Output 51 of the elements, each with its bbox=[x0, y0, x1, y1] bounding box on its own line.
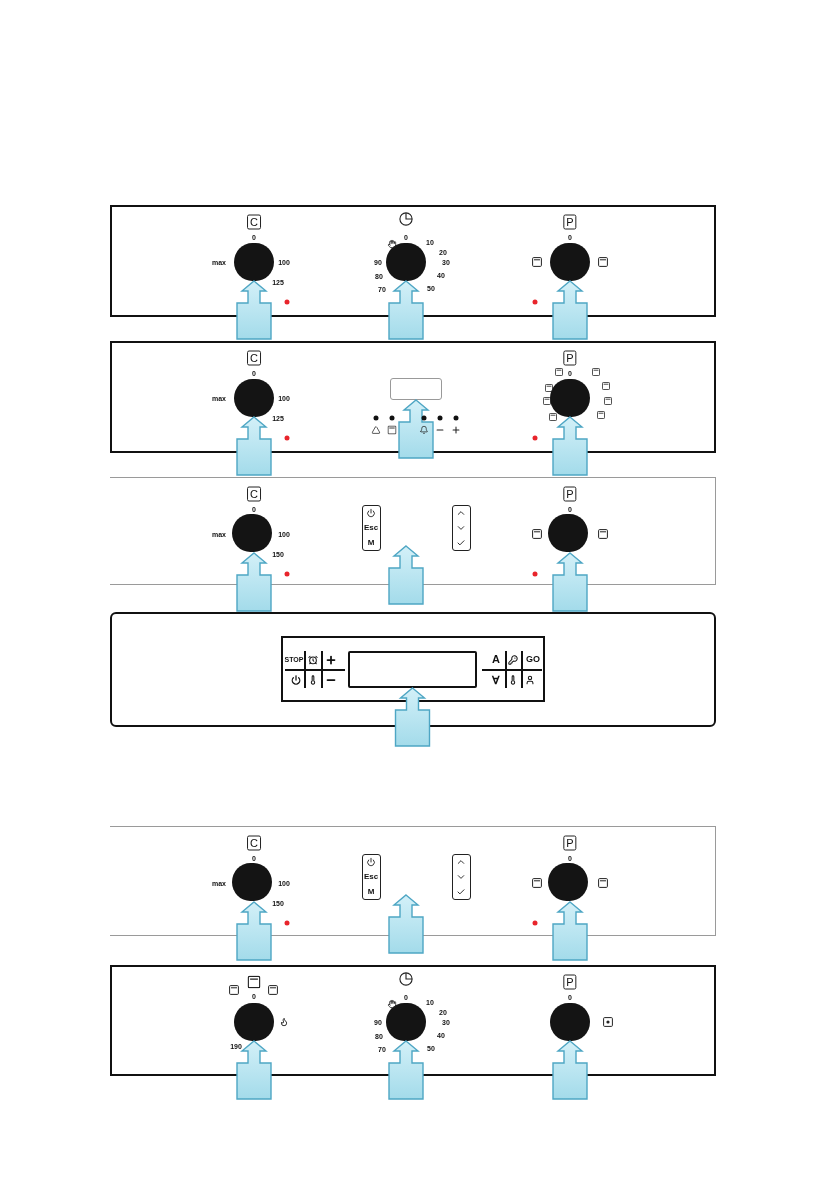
control-knob bbox=[234, 243, 274, 281]
control-knob bbox=[550, 1003, 590, 1041]
mode-symbol: C bbox=[247, 486, 261, 502]
block-arrow bbox=[236, 280, 272, 340]
control-panel bbox=[110, 341, 716, 453]
block-arrow bbox=[552, 416, 588, 476]
control-knob bbox=[234, 1003, 274, 1041]
block-arrow bbox=[552, 1040, 588, 1100]
control-panel bbox=[110, 826, 716, 936]
mode-symbol: P bbox=[563, 974, 577, 990]
control-knob bbox=[232, 863, 272, 901]
button-label: M bbox=[367, 539, 375, 547]
control-knob bbox=[386, 243, 426, 281]
block-arrow bbox=[552, 280, 588, 340]
control-panel bbox=[110, 612, 716, 727]
scale-label: GO bbox=[526, 654, 540, 664]
control-panel bbox=[110, 965, 716, 1076]
block-arrow bbox=[388, 1040, 424, 1100]
mode-symbol: P bbox=[563, 214, 577, 230]
mode-symbol: P bbox=[563, 835, 577, 851]
block-arrow bbox=[236, 552, 272, 612]
control-strip bbox=[281, 636, 545, 702]
button-label: Esc bbox=[363, 873, 379, 881]
control-knob bbox=[548, 514, 588, 552]
mode-symbol: C bbox=[247, 350, 261, 366]
control-knob bbox=[234, 379, 274, 417]
control-panel bbox=[110, 477, 716, 585]
control-knob bbox=[550, 379, 590, 417]
control-knob bbox=[386, 1003, 426, 1041]
control-knob bbox=[548, 863, 588, 901]
block-arrow bbox=[236, 1040, 272, 1100]
display-window bbox=[390, 378, 442, 400]
block-arrow bbox=[236, 901, 272, 961]
control-knob bbox=[232, 514, 272, 552]
button-label: Esc bbox=[363, 524, 379, 532]
display-screen bbox=[348, 651, 477, 688]
mode-symbol: C bbox=[247, 835, 261, 851]
mode-symbol: P bbox=[563, 486, 577, 502]
mode-symbol: C bbox=[247, 214, 261, 230]
block-arrow bbox=[552, 552, 588, 612]
button-label: M bbox=[367, 888, 375, 896]
block-arrow bbox=[388, 280, 424, 340]
mode-symbol: P bbox=[563, 350, 577, 366]
block-arrow bbox=[552, 901, 588, 961]
block-arrow bbox=[394, 687, 431, 747]
block-arrow bbox=[236, 416, 272, 476]
scale-label: A bbox=[492, 653, 500, 665]
control-panel bbox=[110, 205, 716, 317]
block-arrow bbox=[398, 399, 434, 459]
control-knob bbox=[550, 243, 590, 281]
scale-label: ∀ bbox=[492, 674, 500, 686]
